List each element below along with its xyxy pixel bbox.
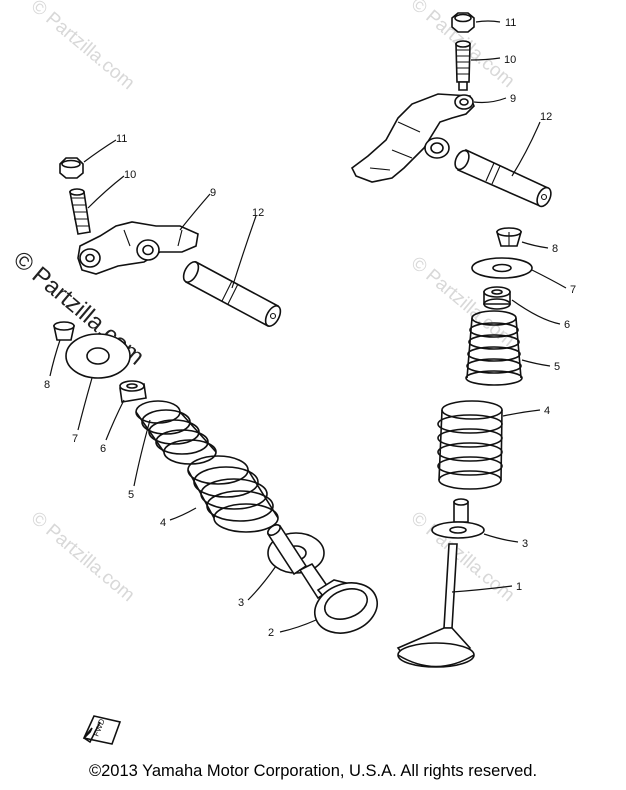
left-outer-spring-part <box>187 455 279 533</box>
callout-right-adjuster: 10 <box>504 54 516 66</box>
right-outer-spring-part <box>437 400 503 490</box>
callout-right-inner-spring: 5 <box>554 361 560 373</box>
left-seal-part <box>266 524 325 576</box>
left-adjuster-part <box>69 188 91 235</box>
right-nut-part <box>451 12 475 33</box>
callout-left-adjuster: 10 <box>124 169 136 181</box>
watermark-top-left: © Partzilla.com <box>27 0 139 94</box>
left-retainer-part <box>65 333 131 379</box>
right-cotter-part <box>495 227 523 247</box>
right-valve-part <box>396 543 475 668</box>
callout-right-seal: 3 <box>522 538 528 550</box>
callout-left-outer-spring: 4 <box>160 517 166 529</box>
right-rocker-arm-part <box>350 93 475 183</box>
callout-left-cotter: 8 <box>44 379 50 391</box>
callout-right-valve: 1 <box>516 581 522 593</box>
left-valve-part <box>298 562 378 634</box>
right-seal-part <box>431 498 485 539</box>
left-cotter-part <box>53 321 75 341</box>
left-assembly <box>53 157 378 634</box>
left-inner-spring-part <box>135 400 217 465</box>
callout-left-valve: 2 <box>268 627 274 639</box>
right-inner-spring-part <box>465 310 523 386</box>
callout-right-cotter: 8 <box>552 243 558 255</box>
right-adjuster-part <box>455 40 471 91</box>
callout-left-inner-spring: 5 <box>128 489 134 501</box>
right-rocker-shaft-part <box>454 148 552 208</box>
right-assembly <box>350 12 552 668</box>
left-nut-part <box>59 157 84 179</box>
callout-left-retainer: 7 <box>72 433 78 445</box>
left-seat-part <box>119 380 147 403</box>
callout-left-nut: 11 <box>116 133 127 145</box>
callout-right-rocker-arm: 9 <box>510 93 516 105</box>
copyright-notice: ©2013 Yamaha Motor Corporation, U.S.A. A… <box>88 762 538 780</box>
callout-left-seat: 6 <box>100 443 106 455</box>
callout-left-rocker-shaft: 12 <box>252 207 264 219</box>
callout-left-seal: 3 <box>238 597 244 609</box>
callout-right-outer-spring: 4 <box>544 405 550 417</box>
watermark-low-left: © Partzilla.com <box>27 508 139 606</box>
left-rocker-shaft-part <box>182 260 282 328</box>
left-rocker-arm-part <box>77 221 199 275</box>
callout-right-rocker-shaft: 12 <box>540 111 552 123</box>
callout-right-nut: 11 <box>505 17 516 29</box>
forward-direction-tag: FWD <box>82 715 122 745</box>
callout-right-retainer: 7 <box>570 284 576 296</box>
callout-left-rocker-arm: 9 <box>210 187 216 199</box>
callout-labels: 11 10 9 12 8 7 6 5 4 3 1 11 10 9 12 8 7 … <box>44 17 576 639</box>
right-retainer-part <box>471 257 533 279</box>
callout-right-seat: 6 <box>564 319 570 331</box>
leader-lines <box>49 20 567 633</box>
right-seat-part <box>483 286 511 310</box>
